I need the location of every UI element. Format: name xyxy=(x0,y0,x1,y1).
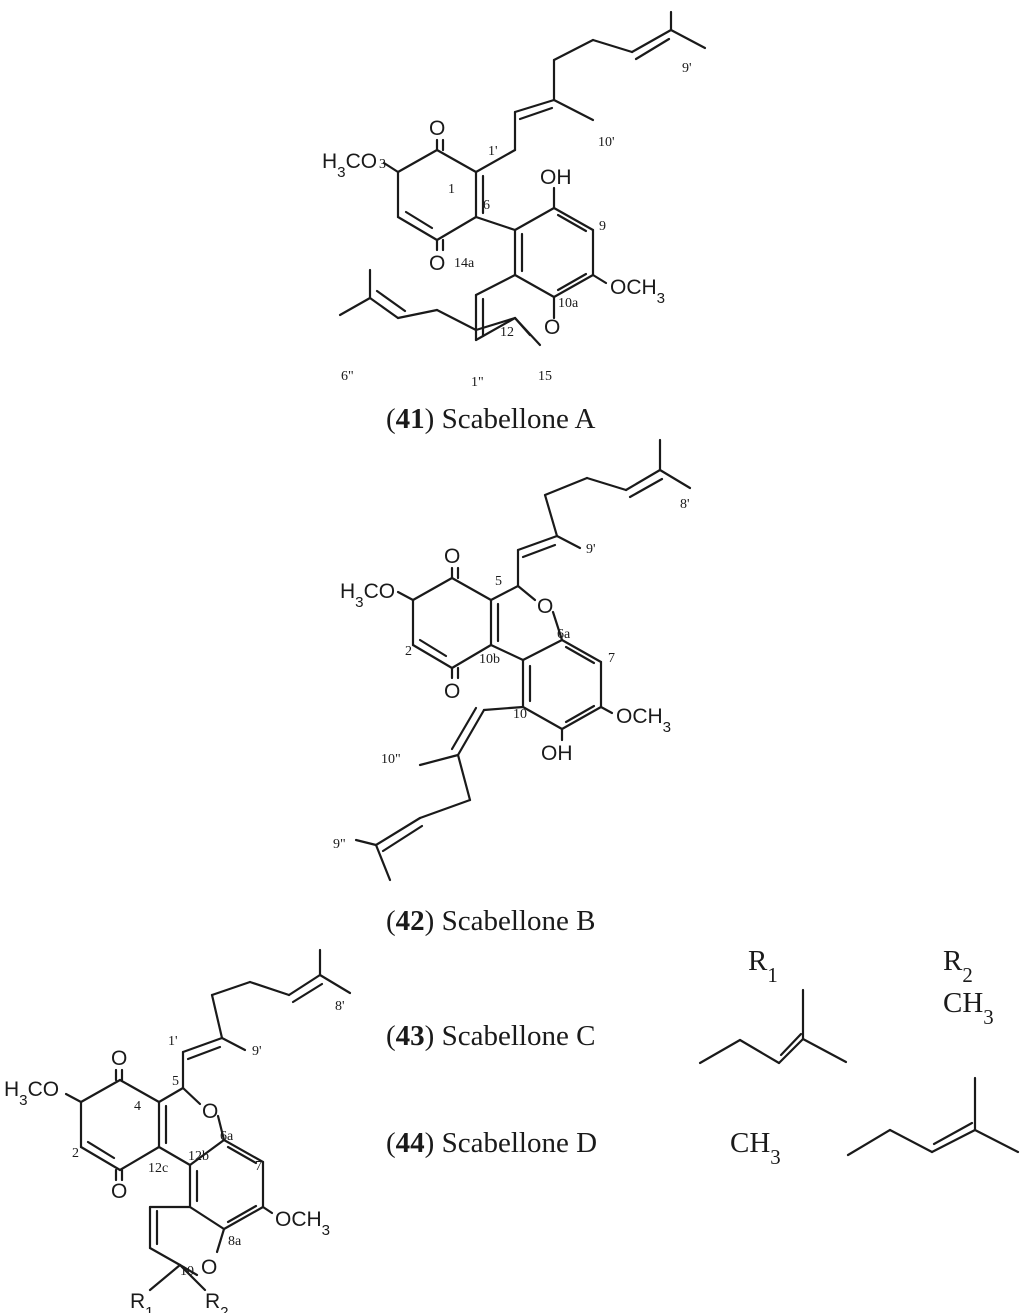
locant-41-15: 15 xyxy=(538,369,552,384)
locant-41-9p: 9' xyxy=(682,61,692,76)
locant-44-4: 4 xyxy=(134,1099,141,1114)
structure-42-labels: O O H3CO O OCH3 OH 5 2 10b 6a 7 10 8' 9'… xyxy=(333,497,690,852)
locant-41-3: 3 xyxy=(379,157,386,172)
caption-43: (43) Scabellone C xyxy=(386,1020,595,1052)
structure-41-bonds xyxy=(338,10,707,347)
locant-44-6a: 6a xyxy=(220,1129,234,1144)
atom-o-41a: O xyxy=(429,117,445,140)
caption-41: (41) Scabellone A xyxy=(386,403,595,435)
locant-44-12c: 12c xyxy=(148,1161,168,1176)
locant-41-10a: 10a xyxy=(558,296,579,311)
locant-44-9p: 9' xyxy=(252,1044,262,1059)
locant-42-10pp: 10" xyxy=(381,752,401,767)
locant-44-7: 7 xyxy=(255,1159,262,1174)
locant-42-9p: 9' xyxy=(586,542,596,557)
locant-44-8p: 8' xyxy=(335,999,345,1014)
atom-h3co-44: H3CO xyxy=(4,1078,59,1109)
atom-o-42b: O xyxy=(444,680,460,703)
caption-42: (42) Scabellone B xyxy=(386,905,595,937)
caption-44: (44) Scabellone D xyxy=(386,1127,597,1159)
locant-41-1: 1 xyxy=(448,182,455,197)
atom-r1-44: R1 xyxy=(130,1290,154,1313)
locant-44-12b: 12b xyxy=(188,1149,209,1164)
locant-41-6pp: 6" xyxy=(341,369,354,384)
table-header-r2: R2 xyxy=(943,945,973,987)
locant-44-2: 2 xyxy=(72,1146,79,1161)
atom-o-44c: O xyxy=(202,1100,218,1123)
locant-41-12: 12 xyxy=(500,325,514,340)
atom-r2-44: R2 xyxy=(205,1290,229,1313)
locant-41-1pp: 1" xyxy=(471,375,484,390)
locant-42-2: 2 xyxy=(405,644,412,659)
locant-42-10: 10 xyxy=(513,707,527,722)
row44-r1-value: CH3 xyxy=(730,1127,781,1169)
locant-44-5: 5 xyxy=(172,1074,179,1089)
atom-oh-41: OH xyxy=(540,166,572,189)
locant-41-9: 9 xyxy=(599,219,606,234)
atom-h3co-42: H3CO xyxy=(340,580,395,611)
locant-42-8p: 8' xyxy=(680,497,690,512)
locant-44-1p: 1' xyxy=(168,1034,178,1049)
locant-41-10p: 10' xyxy=(598,135,615,150)
atom-oh-42: OH xyxy=(541,742,573,765)
locant-42-7: 7 xyxy=(608,651,615,666)
table-header-r1: R1 xyxy=(748,945,778,987)
atom-och3-42: OCH3 xyxy=(616,705,671,736)
structure-42-bonds xyxy=(354,438,692,882)
r-group-table: R1 R2 (43) Scabellone C (44) Scabellone … xyxy=(386,945,1020,1169)
locant-42-9pp: 9" xyxy=(333,837,346,852)
locant-41-1p: 1' xyxy=(488,144,498,159)
row43-r1-prenyl xyxy=(698,988,848,1065)
locant-44-10: 10 xyxy=(180,1264,194,1279)
row43-r2-value: CH3 xyxy=(943,987,994,1029)
atom-o-42c: O xyxy=(537,595,553,618)
locant-42-5: 5 xyxy=(495,574,502,589)
row44-r2-prenyl xyxy=(846,1076,1020,1157)
atom-och3-44: OCH3 xyxy=(275,1208,330,1239)
atom-och3-41: OCH3 xyxy=(610,276,665,307)
atom-h3co-41: H3CO xyxy=(322,150,377,181)
locant-41-6: 6 xyxy=(483,198,490,213)
locant-44-8a: 8a xyxy=(228,1234,242,1249)
atom-o-44b: O xyxy=(111,1180,127,1203)
locant-41-14a: 14a xyxy=(454,256,475,271)
structure-41-labels: O O H3CO OH OCH3 O 3 1 6 14a 9 10a 12 15… xyxy=(322,61,692,390)
atom-o-44d: O xyxy=(201,1256,217,1279)
atom-o-41b: O xyxy=(429,252,445,275)
atom-o-41c: O xyxy=(544,316,560,339)
atom-o-44a: O xyxy=(111,1047,127,1070)
structure-44-bonds xyxy=(64,948,352,1292)
locant-42-6a: 6a xyxy=(557,627,571,642)
atom-o-42a: O xyxy=(444,545,460,568)
locant-42-10b: 10b xyxy=(479,652,500,667)
